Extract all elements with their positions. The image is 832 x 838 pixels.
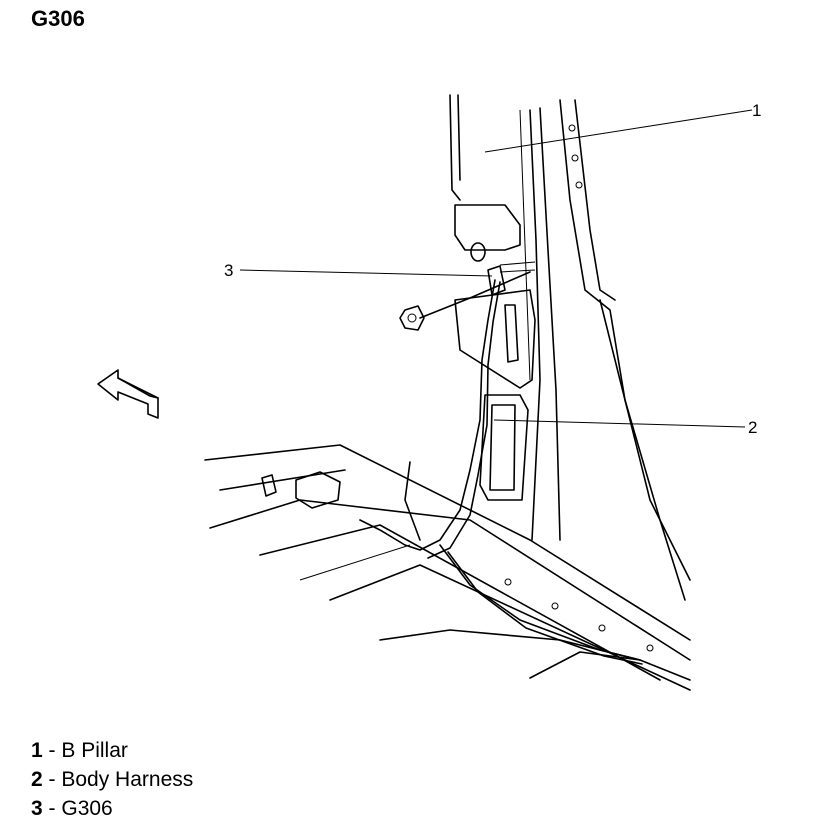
legend-number: 1 (31, 739, 43, 762)
callout-2-label: 2 (748, 418, 757, 437)
legend-item: 3 - G306 (31, 794, 193, 823)
b-pillar-shape (449, 94, 691, 601)
legend-separator: - (42, 768, 62, 791)
floor-sill-shape (204, 444, 691, 691)
callout-leader-lines (239, 109, 753, 428)
legend-number: 2 (31, 768, 43, 791)
legend-number: 3 (31, 797, 43, 820)
legend-name: Body Harness (61, 768, 194, 791)
legend-separator: - (42, 739, 62, 762)
legend-separator: - (42, 797, 62, 820)
legend-item: 2 - Body Harness (31, 765, 193, 794)
diagram-title: G306 (31, 6, 85, 31)
body-harness-shape (359, 279, 643, 665)
callout-legend: 1 - B Pillar 2 - Body Harness 3 - G306 (31, 736, 193, 823)
callout-1-label: 1 (752, 101, 761, 120)
ground-bolt-shape (399, 261, 536, 331)
legend-name: B Pillar (61, 739, 128, 762)
b-pillar-illustration: 1 2 3 (97, 94, 761, 691)
callout-3-label: 3 (224, 261, 233, 280)
legend-item: 1 - B Pillar (31, 736, 193, 765)
forward-arrow-icon (97, 369, 159, 419)
legend-name: G306 (61, 797, 113, 820)
